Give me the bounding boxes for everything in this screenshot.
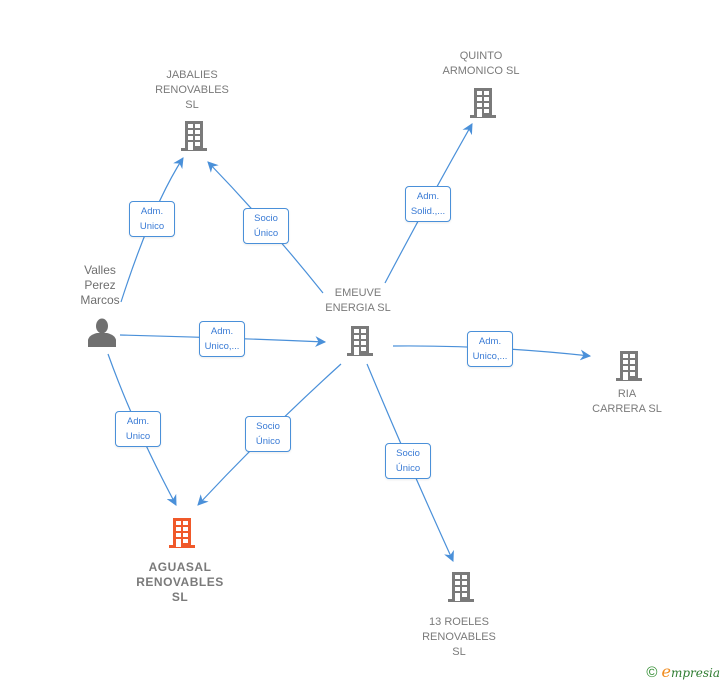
node-label-aguasal[interactable]: AGUASAL RENOVABLES SL <box>136 560 224 604</box>
building-icon-quinto[interactable] <box>470 88 496 118</box>
building-icon-emeuve[interactable] <box>347 326 373 356</box>
building-icon-roeles[interactable] <box>448 572 474 602</box>
brand-logo-text: mpresia <box>670 666 720 680</box>
node-label-emeuve[interactable]: EMEUVE ENERGIA SL <box>325 287 391 314</box>
person-icon-valles[interactable] <box>88 318 116 348</box>
copyright-icon: © <box>646 664 658 681</box>
edge-label-emeuve-to-jabalies[interactable]: Socio Único <box>243 208 289 244</box>
building-icon-jabalies[interactable] <box>181 121 207 151</box>
edge-label-emeuve-to-aguasal[interactable]: Socio Único <box>245 416 291 452</box>
building-icon-aguasal[interactable] <box>169 518 195 548</box>
node-label-jabalies[interactable]: JABALIES RENOVABLES SL <box>155 68 229 111</box>
edge-label-valles-to-jabalies[interactable]: Adm. Unico <box>129 201 175 237</box>
building-icon-ria[interactable] <box>616 351 642 381</box>
edge-label-emeuve-to-quinto[interactable]: Adm. Solid.,... <box>405 186 451 222</box>
node-label-quinto[interactable]: QUINTO ARMONICO SL <box>442 50 520 77</box>
brand-logo-initial: e <box>661 662 671 681</box>
edge-label-emeuve-to-roeles[interactable]: Socio Único <box>385 443 431 479</box>
node-label-ria[interactable]: RIA CARRERA SL <box>592 388 662 415</box>
edge-label-emeuve-to-ria[interactable]: Adm. Unico,... <box>467 331 513 367</box>
brand-footer: ©empresia <box>646 662 720 681</box>
edge-label-valles-to-emeuve[interactable]: Adm. Unico,... <box>199 321 245 357</box>
edge-label-valles-to-aguasal[interactable]: Adm. Unico <box>115 411 161 447</box>
node-label-roeles[interactable]: 13 ROELES RENOVABLES SL <box>422 616 496 658</box>
node-label-valles[interactable]: Valles Perez Marcos <box>80 262 120 307</box>
